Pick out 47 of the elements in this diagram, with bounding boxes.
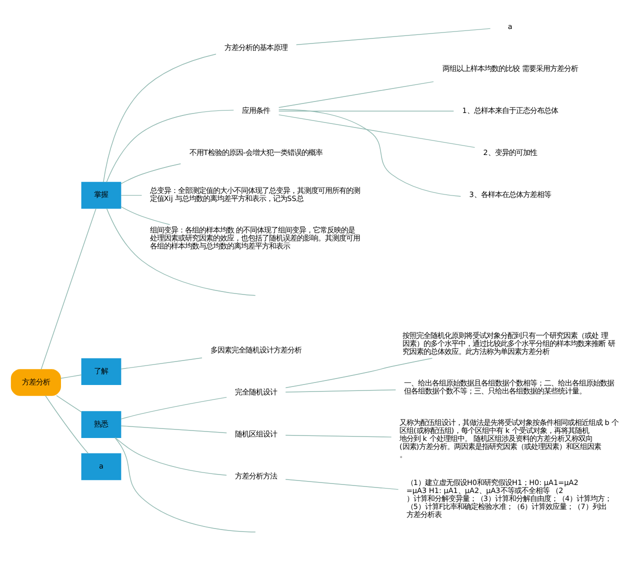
connector — [278, 109, 462, 197]
connector — [120, 425, 227, 434]
node-text: 应用条件 — [242, 106, 270, 115]
node-text: （1）建立虚无假设H0和研究假设H1；H0: μA1=μA2=μA3 H1: μA1、μA2、μA3不等或不全相等 （2）计算和分解变异量；（3）计算和分解自由度；（4）计算均方；（5）计算F比率和确定检验水准；（6）计算效应量；（7）列出方差分析表 — [406, 478, 612, 520]
connector — [103, 54, 216, 182]
node-text: 随机区组设计 — [235, 430, 278, 439]
connector — [285, 390, 396, 392]
node-text: 一、给出各组原始数据且各组数据个数相等；二、给出各组原始数据但各组数据个数不等；三、只给出各组数据的某些统计量。 — [404, 378, 614, 396]
connector — [60, 374, 82, 379]
node-text: 2、变异的可加性 — [483, 148, 537, 158]
connector — [296, 28, 491, 46]
node-box: 方差分析 — [10, 369, 61, 396]
node-text: 总变异：全部测定值的大小不同体现了总变异，其测度可用所有的测定值Xij 与总均数的离均差平方和表示，记为SS总 — [150, 186, 360, 204]
connector — [278, 114, 476, 148]
connector — [278, 110, 454, 112]
connector — [106, 208, 256, 296]
node-text: 3、各样本在总体方差相等 — [469, 190, 551, 200]
node-box: 掌握 — [81, 182, 122, 209]
connector — [40, 208, 96, 370]
node-text: 组间变异：各组的样本均数 的不同体现了组间变异，它常反映的是处理因素或研究因素的效应，也包括了随机误差的影响。其测度可用各组的样本均数与总均数的离均差平方和表示 — [150, 226, 360, 251]
connector — [285, 434, 392, 438]
node-text: 又称为配伍组设计，其做法是先将受试对象按条件相同或相近组成 b 个区组(或称配伍组)，每个区组中有 k 个受试对象，再将其随机地分到 k 个处理组中。 随机区组涉及资料的方差分析又称双向(因素)方差分析。两因素是指研究因素（或处理因素）和区组因素。 — [399, 418, 619, 459]
connector — [120, 396, 227, 420]
connector — [114, 437, 227, 476]
node-box: 熟悉 — [81, 411, 122, 438]
connector — [285, 358, 433, 388]
node-text: 不用T检验的原因-会增大犯一类错误的概率 — [190, 148, 323, 158]
connector — [120, 206, 170, 225]
node-box: 了解 — [81, 358, 122, 386]
connector — [56, 395, 82, 412]
connector — [278, 81, 434, 108]
node-text: 方差分析方法 — [235, 472, 278, 481]
connector — [106, 110, 234, 182]
connector — [114, 437, 256, 532]
connector — [45, 395, 89, 454]
node-text: a — [508, 22, 512, 31]
connector — [120, 194, 142, 196]
connector — [120, 358, 202, 370]
node-text: 两组以上样本均数的比较 需要采用方差分析 — [442, 64, 578, 73]
node-box: a — [81, 453, 122, 480]
node-text: 1、总样本来自于正态分布总体 — [462, 106, 558, 115]
node-text: 方差分析的基本原理 — [224, 42, 288, 52]
node-text: 按照完全随机化原则将受试对象分配到只有一个研究因素（或处 理因素）的多个水平中，通过比较此多个水平分组的样本均数来推断 研究因素的总体效应。此方法称为单因素方差分析 — [402, 330, 616, 356]
connector — [285, 479, 399, 490]
node-text: 多因素完全随机设计方差分析 — [210, 345, 302, 354]
node-text: 完全随机设计 — [235, 387, 278, 396]
connector — [120, 163, 182, 184]
